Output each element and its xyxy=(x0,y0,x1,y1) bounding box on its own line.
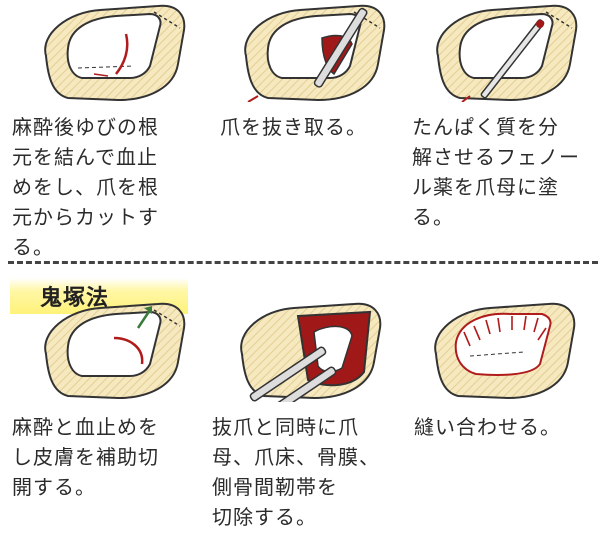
toe-illustration-extract xyxy=(244,4,386,102)
toe-illustration-excision xyxy=(240,302,382,402)
step-2: 爪を抜き取る。 xyxy=(200,0,400,260)
toe-illustration-phenol xyxy=(436,4,578,102)
step-1: 麻酔後ゆびの根 元を結んで血止 めをし、爪を根 元からカットす る。 xyxy=(0,0,200,260)
method-label-text: 鬼塚法 xyxy=(40,286,110,311)
toe-illustration-incision xyxy=(44,302,186,400)
step-3-caption: たんぱく質を分 解させるフェノー ル薬を爪母に塗 る。 xyxy=(412,115,580,229)
step-2-caption: 爪を抜き取る。 xyxy=(220,115,367,139)
step-5-caption: 抜爪と同時に爪 母、爪床、骨膜、 側骨間靭帯を 切除する。 xyxy=(212,415,380,529)
step-1-caption: 麻酔後ゆびの根 元を結んで血止 めをし、爪を根 元からカットす る。 xyxy=(12,115,159,259)
step-4-caption: 麻酔と血止めを し皮膚を補助切 開する。 xyxy=(12,415,159,499)
step-4: 麻酔と血止めを し皮膚を補助切 開する。 xyxy=(0,300,200,537)
step-6: 縫い合わせる。 xyxy=(400,300,600,537)
step-6-caption: 縫い合わせる。 xyxy=(414,415,561,439)
step-3: たんぱく質を分 解させるフェノー ル薬を爪母に塗 る。 xyxy=(400,0,600,260)
toe-illustration-cut xyxy=(44,4,186,102)
section-divider xyxy=(8,261,598,264)
toe-illustration-suture xyxy=(434,302,576,400)
step-5: 抜爪と同時に爪 母、爪床、骨膜、 側骨間靭帯を 切除する。 xyxy=(200,300,400,537)
